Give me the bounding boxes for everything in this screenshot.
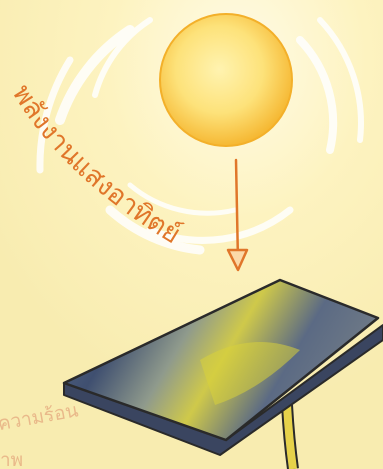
heat-energy-label-line2: าพ	[0, 449, 23, 469]
sun-icon	[160, 14, 292, 146]
